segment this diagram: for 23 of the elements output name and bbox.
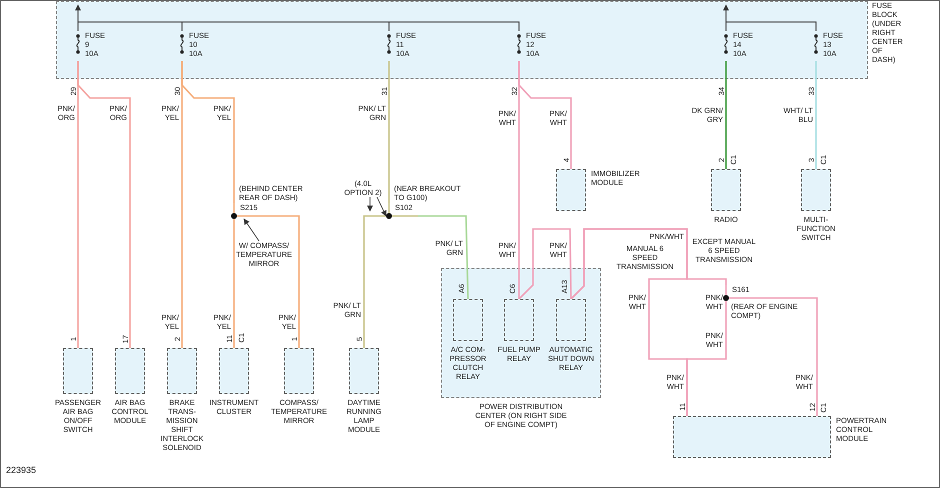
- wire: [388, 61, 390, 203]
- wire: [755, 297, 818, 416]
- wire: [518, 228, 572, 300]
- feed-arrow: [75, 4, 81, 32]
- bus-bar: [388, 22, 520, 32]
- wire: [418, 215, 469, 300]
- wire: [518, 61, 572, 169]
- leader-line: [244, 218, 260, 242]
- bus-bar: [182, 22, 390, 32]
- wire: [570, 228, 727, 300]
- wire: [181, 61, 235, 203]
- bus-bar: [726, 22, 816, 32]
- wire: [263, 215, 300, 348]
- wire: [686, 301, 727, 416]
- feed-arrow: [723, 4, 729, 32]
- wire: [233, 219, 235, 348]
- wire: [815, 61, 817, 169]
- wire: [725, 61, 727, 169]
- wire: [77, 61, 131, 348]
- figure-number: 223935: [6, 466, 36, 475]
- leader-line: [367, 196, 373, 212]
- leader-line: [376, 196, 386, 217]
- wire: [363, 215, 386, 348]
